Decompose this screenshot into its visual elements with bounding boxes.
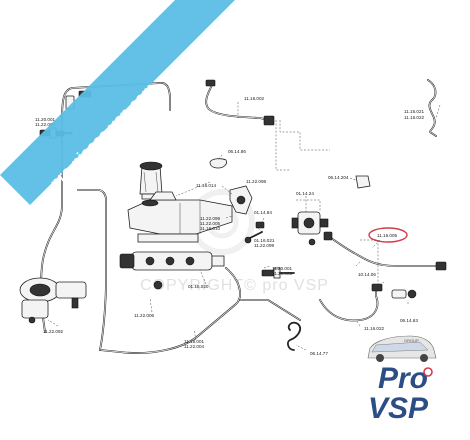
label-11-22-092: 11.22.092 — [43, 329, 64, 334]
site-banner: pro-pieces-vsp.com — [0, 0, 235, 205]
part-labels: 11.20.001 11.22.003 11.16.002 11.16.021 … — [35, 96, 425, 356]
brake-line-bottom — [99, 267, 301, 354]
bolt-fittings — [244, 221, 265, 244]
logo-accent-dot — [423, 367, 433, 377]
label-10-14-06: 10.14.06 — [358, 272, 376, 277]
clutch-master-cylinder — [19, 277, 87, 324]
bleed-union-06-14-204 — [355, 175, 371, 189]
label-11-22-099b: 11.22.099 — [254, 243, 275, 248]
union-11-20-001 — [261, 267, 295, 279]
label-01-16-020: 01.16.020 — [188, 284, 209, 289]
mounting-bracket — [229, 185, 253, 215]
label-11-16-005: 11.16.005 — [377, 233, 398, 238]
highlight-11-16-005 — [368, 227, 408, 243]
label-11-16-022b: 11.16.022 — [364, 326, 385, 331]
label-11-22-003: 11.22.003 — [35, 122, 56, 127]
label-11-16-014: 11.16.014 — [196, 183, 217, 188]
label-01-16-021: 01.16.021 — [254, 238, 275, 243]
reservoir-clip — [209, 158, 227, 169]
label-11-16-010: 11.16.010 — [200, 226, 221, 231]
logo-word-vsp: VSP — [368, 392, 429, 425]
label-01-14-24: 01.14.24 — [296, 191, 314, 196]
master-cylinder — [119, 251, 225, 290]
label-01-14-84: 01.14.84 — [254, 210, 272, 215]
label-11-20-003: 11.20.003 — [272, 271, 293, 276]
distribution-block — [291, 211, 329, 246]
spring-clip-06-14-77 — [287, 321, 302, 351]
label-11-22-098: 11.22.098 — [246, 179, 267, 184]
label-06-14-77: 06.14.77 — [310, 351, 328, 356]
leader-lines — [47, 102, 441, 351]
provsp-logo: GROUP Pro VSP — [367, 335, 437, 425]
label-11-22-005: 11.22.005 — [200, 221, 221, 226]
master-cylinder-reservoir — [127, 191, 233, 243]
bleed-screw-06-14-63 — [391, 289, 417, 299]
label-06-14-204: 06.14.204 — [328, 175, 349, 180]
label-11-22-006: 11.22.006 — [134, 313, 155, 318]
label-11-22-004: 11.22.004 — [184, 344, 205, 349]
label-11-16-022: 11.16.022 — [404, 115, 425, 120]
watermark-text: COPYRIGHT© pro VSP — [140, 277, 329, 294]
brake-line-left-vertical — [77, 189, 107, 351]
brake-line-top-middle — [205, 79, 275, 126]
brake-line-top-right — [427, 79, 437, 137]
label-11-22-099: 11.22.099 — [200, 216, 221, 221]
label-11-18-001: 11.18.001 — [184, 339, 205, 344]
label-11-20-001b: 11.20.001 — [272, 266, 293, 271]
logo-group-text: GROUP — [404, 338, 419, 343]
logo-word-pro: Pro — [378, 362, 428, 395]
label-11-16-002: 11.16.002 — [244, 96, 265, 101]
label-11-20-001: 11.20.001 — [35, 117, 56, 122]
brake-line-right — [323, 231, 447, 271]
label-06-14-63: 06.14.63 — [400, 318, 418, 323]
label-06-14-86: 06.14.86 — [228, 149, 246, 154]
label-11-16-021: 11.16.021 — [404, 109, 425, 114]
flexible-hose-right — [319, 283, 383, 322]
